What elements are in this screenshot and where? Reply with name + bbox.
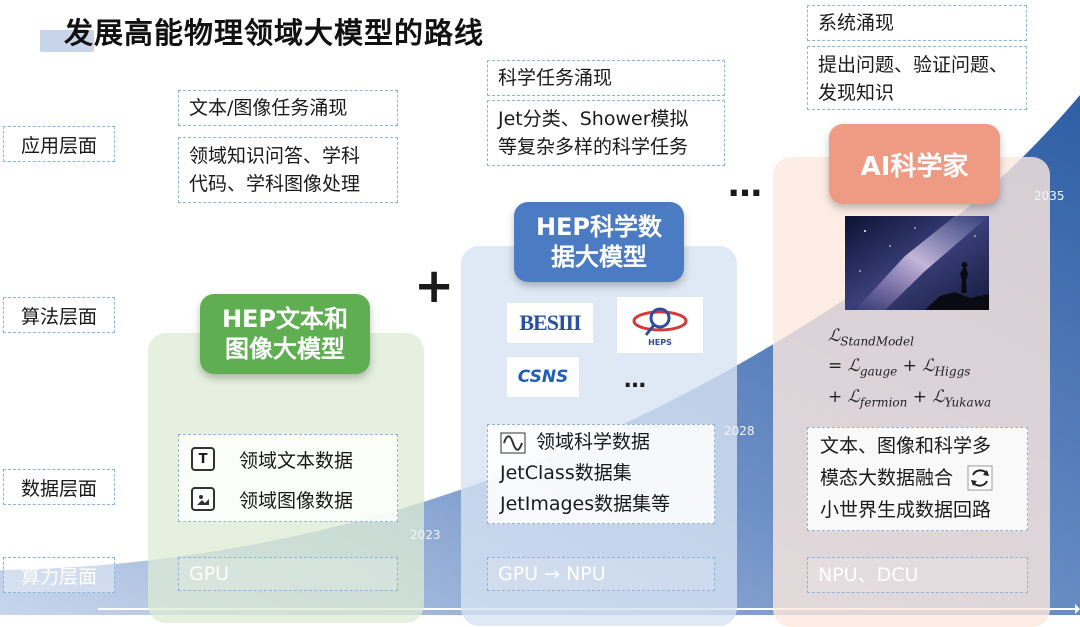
stage2-app-title: 科学任务涌现 (487, 60, 725, 96)
stage2-app-desc-line2: 等复杂多样的科学任务 (498, 136, 689, 158)
stage3-data-line3: 小世界生成数据回路 (820, 499, 992, 521)
stage2-app-desc-line1: Jet分类、Shower模拟 (498, 108, 689, 130)
layer-label-app: 应用层面 (3, 126, 115, 162)
stage1-app-desc-line2: 代码、学科图像处理 (189, 173, 361, 195)
text-document-icon: T (191, 447, 215, 471)
stage2-pill-line2: 据大模型 (550, 243, 647, 271)
stage1-data-box: T 领域文本数据 领域图像数据 (178, 434, 398, 522)
formula-sub-gauge: gauge (859, 364, 898, 379)
stage1-pill-line1: HEP文本和 (221, 305, 349, 333)
stage2-pill-line1: HEP科学数 (535, 213, 663, 241)
heps-logo: HEPS (616, 296, 704, 354)
stage1-app-title: 文本/图像任务涌现 (178, 90, 398, 126)
stage3-app-desc-line1: 提出问题、验证问题、 (818, 54, 1009, 76)
year-label-2028: 2028 (724, 424, 755, 438)
formula-sub-yukawa: Yukawa (944, 395, 992, 410)
formula-sub-higgs: Higgs (934, 364, 971, 379)
layer-label-compute: 算力层面 (3, 557, 115, 593)
formula-l-4: + ℒ (828, 386, 860, 407)
standard-model-lagrangian: ℒStandModel = ℒgauge + ℒHiggs + ℒfermion… (828, 324, 1043, 415)
formula-sub-fermion: fermion (859, 395, 908, 410)
stage1-data-item-1: 领域文本数据 (239, 449, 354, 472)
stage2-model-pill: HEP科学数 据大模型 (514, 202, 684, 282)
stage2-app-desc: Jet分类、Shower模拟 等复杂多样的科学任务 (487, 100, 725, 166)
stage2-data-item-1: 领域科学数据 (536, 431, 651, 453)
formula-l-1: ℒ (828, 326, 841, 346)
image-document-icon (191, 487, 215, 511)
logos-ellipsis: … (624, 368, 646, 393)
plus-sign: + (414, 258, 455, 314)
stage3-compute: NPU、DCU (807, 557, 1028, 593)
stage1-compute: GPU (178, 557, 398, 591)
stage3-app-title: 系统涌现 (807, 5, 1027, 41)
besiii-logo: BESIII (506, 302, 594, 344)
year-label-2035: 2035 (1034, 189, 1065, 203)
stage1-model-pill: HEP文本和 图像大模型 (200, 294, 370, 374)
stage2-data-box: 领域科学数据 JetClass数据集 JetImages数据集等 (487, 424, 715, 524)
stage2-data-item-2: JetClass数据集 (500, 462, 632, 484)
formula-sub-standmodel: StandModel (840, 334, 914, 349)
layer-label-algo: 算法层面 (3, 297, 115, 333)
layer-label-data: 数据层面 (3, 469, 115, 505)
stage3-app-desc: 提出问题、验证问题、 发现知识 (807, 46, 1027, 110)
waveform-icon (500, 432, 526, 453)
title-decoration (40, 30, 94, 52)
cycle-arrows-icon (967, 465, 993, 491)
milky-way-image (845, 216, 989, 310)
stage3-data-line1: 文本、图像和科学多 (820, 435, 992, 457)
stage3-model-pill: AI科学家 (829, 124, 1000, 204)
stage3-data-box: 文本、图像和科学多 模态大数据融合 小世界生成数据回路 (807, 427, 1028, 531)
stage3-data-line2: 模态大数据融合 (820, 467, 954, 489)
stage2-data-item-3: JetImages数据集等 (500, 493, 671, 515)
stage2-compute: GPU → NPU (487, 557, 715, 591)
stage1-app-desc: 领域知识问答、学科 代码、学科图像处理 (178, 137, 398, 203)
heps-ring-icon (632, 307, 688, 336)
ellipsis-top: … (728, 165, 762, 205)
formula-l-2: = ℒ (828, 356, 860, 377)
csns-logo: CSNS (506, 356, 580, 398)
year-label-2023: 2023 (410, 528, 441, 542)
heps-logo-text: HEPS (648, 337, 672, 347)
formula-l-3: + ℒ (902, 356, 935, 377)
page-title: 发展高能物理领域大模型的路线 (64, 16, 485, 50)
stage1-app-desc-line1: 领域知识问答、学科 (189, 145, 361, 167)
stage1-pill-line2: 图像大模型 (224, 335, 345, 363)
stage1-data-item-2: 领域图像数据 (239, 489, 354, 512)
stage3-app-desc-line2: 发现知识 (818, 82, 895, 104)
formula-l-5: + ℒ (912, 386, 945, 407)
